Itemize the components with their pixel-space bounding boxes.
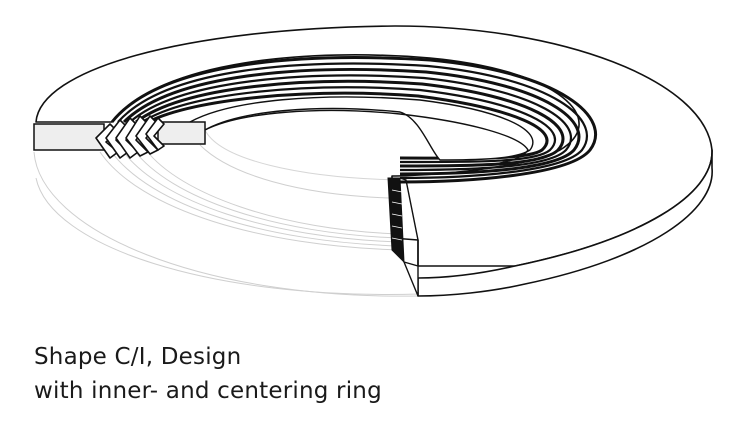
- right-cut-windings: [391, 189, 403, 241]
- right-ring-end: [402, 260, 419, 297]
- right-ring-edge: [399, 177, 419, 266]
- figure-caption: Shape C/I, Design with inner- and center…: [34, 340, 382, 408]
- left-cut-face-inner: [157, 121, 206, 145]
- caption-line-1: Shape C/I, Design: [34, 344, 242, 370]
- gasket-illustration-icon: [33, 25, 713, 297]
- inner-bore-ghost: [204, 129, 401, 181]
- ghost-front-section: [33, 144, 421, 297]
- caption-line-2: with inner- and centering ring: [34, 378, 382, 404]
- left-cut-face: [33, 123, 105, 151]
- winding-chevron-section: [95, 115, 165, 159]
- inner-ring-top: [189, 96, 534, 161]
- inner-bore: [204, 109, 529, 167]
